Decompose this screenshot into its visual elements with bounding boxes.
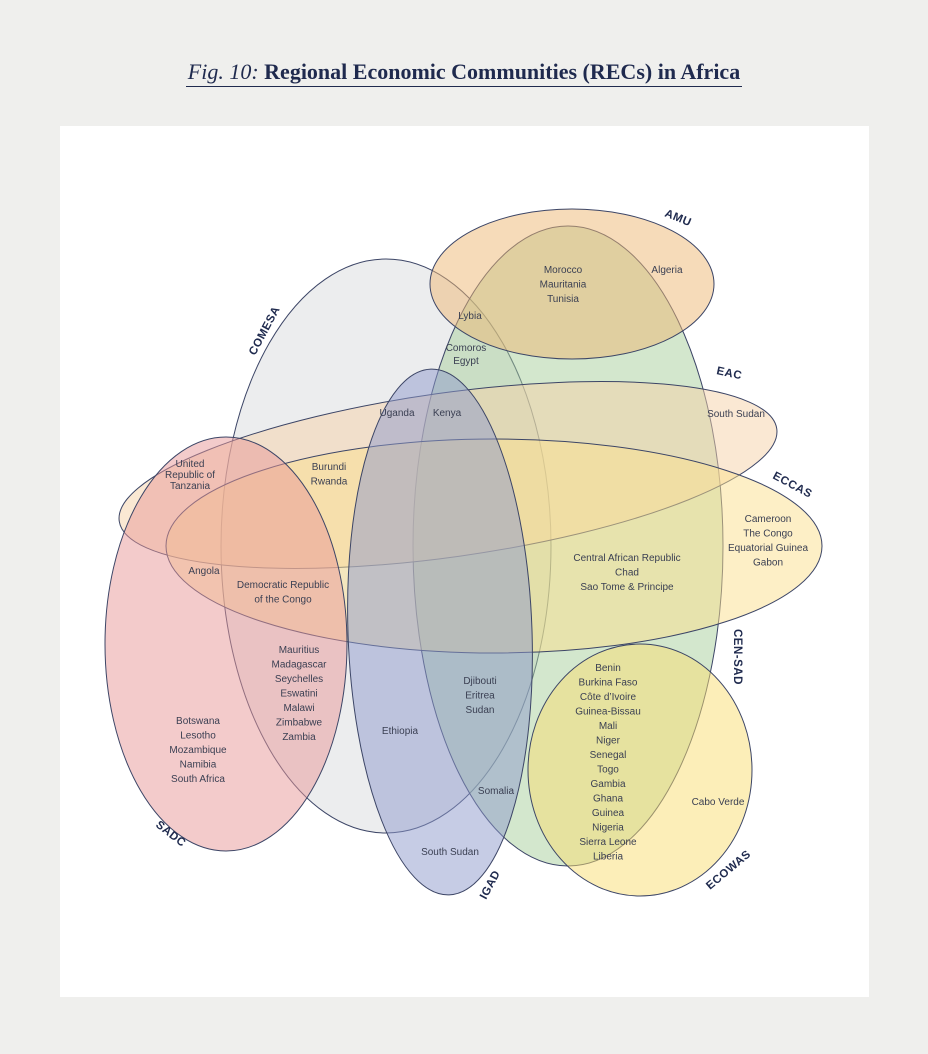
group-comesa-sadc: MauritiusMadagascarSeychellesEswatiniMal… (271, 645, 327, 743)
country-label: Tunisia (547, 294, 579, 305)
country-label: Côte d’Ivoire (580, 692, 637, 703)
country-label: Lybia (458, 311, 482, 322)
group-eccas-sadc: Angola (188, 566, 220, 577)
group-igad-only: South Sudan (421, 847, 479, 858)
country-label: Djibouti (463, 676, 496, 687)
country-label: Niger (596, 736, 621, 747)
country-label: Democratic Republic (237, 580, 329, 591)
country-label: Algeria (651, 265, 683, 276)
group-comesa-eccas-sadc: Democratic Republic of the Congo (237, 580, 329, 606)
country-label: South Sudan (421, 847, 479, 858)
country-label: Malawi (283, 703, 314, 714)
venn-diagram: AMU COMESA EAC ECCAS CEN-SAD SADC IGAD E… (104, 208, 823, 901)
country-label: Ethiopia (382, 726, 419, 737)
country-label: Angola (188, 566, 220, 577)
group-eac-only: South Sudan (707, 409, 765, 420)
country-label: Namibia (180, 760, 217, 771)
figure-title: Fig. 10: Regional Economic Communities (… (0, 58, 928, 87)
rec-label-amu: AMU (663, 208, 693, 230)
country-label: Mali (599, 721, 617, 732)
country-label: Sierra Leone (579, 837, 637, 848)
group-comesa-igad: Ethiopia (382, 726, 419, 737)
country-label: Tanzania (170, 481, 210, 492)
country-label: Eswatini (280, 689, 317, 700)
country-label: United (176, 459, 205, 470)
country-label: Republic of (165, 470, 215, 481)
country-label: Guinea-Bissau (575, 707, 641, 718)
group-comesa-eac-igad: Uganda (379, 408, 414, 419)
country-label: South Sudan (707, 409, 765, 420)
group-comesa-eac-igad-censad: Kenya (433, 408, 462, 419)
country-label: Sao Tome & Principe (580, 582, 674, 593)
country-label: Burundi (312, 462, 346, 473)
country-label: Eritrea (465, 691, 495, 702)
figure-label: Fig. 10: (187, 59, 259, 84)
country-label: Botswana (176, 716, 220, 727)
country-label: Cameroon (745, 514, 792, 525)
ellipse-sadc (104, 436, 348, 852)
country-label: Gambia (590, 779, 625, 790)
rec-label-eac: EAC (715, 365, 743, 382)
country-label: Central African Republic (573, 553, 680, 564)
group-amu-only: Algeria (651, 265, 683, 276)
diagram-panel: AMU COMESA EAC ECCAS CEN-SAD SADC IGAD E… (60, 126, 869, 997)
ellipse-ecowas (527, 643, 753, 897)
country-label: Zimbabwe (276, 718, 323, 729)
ellipse-amu (429, 208, 715, 360)
country-label: Uganda (379, 408, 414, 419)
country-label: Kenya (433, 408, 462, 419)
rec-label-censad: CEN-SAD (731, 629, 743, 685)
country-label: Sudan (466, 705, 495, 716)
country-label: Equatorial Guinea (728, 543, 808, 554)
country-label: Somalia (478, 786, 515, 797)
country-label: Chad (615, 568, 639, 579)
country-label: Ghana (593, 794, 623, 805)
ellipse-igad (347, 368, 533, 896)
country-label: Benin (595, 663, 621, 674)
country-label: The Congo (743, 529, 793, 540)
country-label: Nigeria (592, 823, 624, 834)
country-label: Seychelles (275, 674, 323, 685)
country-label: Morocco (544, 265, 583, 276)
figure-title-text: Regional Economic Communities (RECs) in … (264, 59, 741, 84)
country-label: Egypt (453, 356, 479, 367)
country-label: Mauritius (279, 645, 320, 656)
group-ecowas-only: Cabo Verde (692, 797, 745, 808)
country-label: South Africa (171, 774, 225, 785)
country-label: Togo (597, 765, 619, 776)
figure-title-underline: Fig. 10: Regional Economic Communities (… (185, 58, 743, 87)
country-label: Mozambique (169, 745, 227, 756)
country-label: Comoros (446, 343, 487, 354)
country-label: Zambia (282, 732, 316, 743)
country-label: Lesotho (180, 731, 216, 742)
group-amu-comesa-censad: Lybia (458, 311, 482, 322)
group-igad-censad: Somalia (478, 786, 515, 797)
country-label: Mauritania (540, 280, 587, 291)
country-label: Madagascar (271, 660, 327, 671)
country-label: Senegal (590, 750, 627, 761)
country-label: Rwanda (311, 477, 348, 488)
country-label: Liberia (593, 852, 623, 863)
country-label: Cabo Verde (692, 797, 745, 808)
country-label: Gabon (753, 558, 783, 569)
country-label: Burkina Faso (579, 678, 638, 689)
country-label: of the Congo (254, 595, 312, 606)
country-label: Guinea (592, 808, 625, 819)
